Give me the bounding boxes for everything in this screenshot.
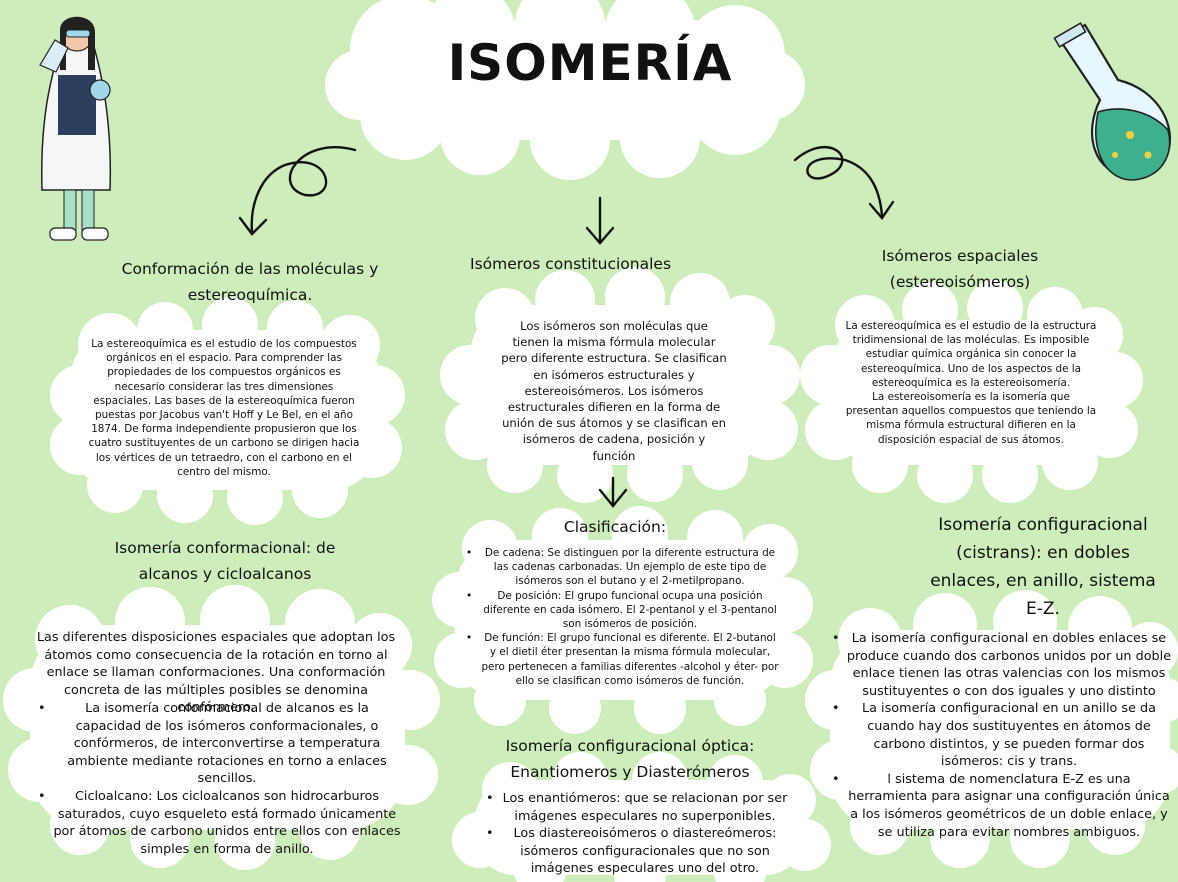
heading-clasificacion: Clasificación: xyxy=(563,518,667,536)
heading-espaciales: Isómeros espaciales (estereoisómeros) xyxy=(881,247,1039,291)
title-cloud xyxy=(325,0,805,180)
arrow-icon-right xyxy=(793,146,884,218)
list-item: l sistema de nomenclatura E-Z es una her… xyxy=(832,771,1172,841)
page-title: ISOMERÍA xyxy=(447,34,733,92)
arrows xyxy=(238,146,895,508)
text-espaciales-1: La estereoquímica es el estudio de la es… xyxy=(845,320,1097,389)
right-cloud xyxy=(800,280,1143,503)
list-item: Cicloalcano: Los cicloalcanos son hidroc… xyxy=(38,788,402,858)
left-cloud xyxy=(50,297,405,525)
text-conformacional-intro: Las diferentes disposiciones espaciales … xyxy=(36,630,396,716)
text-constitucionales: Los isómeros son moléculas que tienen la… xyxy=(501,319,727,463)
heading-optica: Isomería configuracional óptica: Enantio… xyxy=(505,737,755,781)
arrow-icon-left xyxy=(250,146,357,234)
text-espaciales-2: La estereoisomería es la isomería que pr… xyxy=(845,391,1097,446)
scientist-illustration xyxy=(39,16,112,241)
optica-list: Los enantiómeros: que se relacionan por … xyxy=(486,790,790,878)
cistrans-list: La isomería configuracional en dobles en… xyxy=(832,630,1172,841)
heading-constitucionales: Isómeros constitucionales xyxy=(470,255,672,273)
conformacional-list: La isomería conformacional de alcanos es… xyxy=(38,700,402,858)
text-conformacion: La estereoquímica es el estudio de los c… xyxy=(88,338,360,478)
list-item: De posición: El grupo funcional ocupa un… xyxy=(466,589,780,632)
list-item: Los diastereoisómeros o diastereómeros: … xyxy=(486,825,790,878)
heading-conformacion: Conformación de las moléculas y estereoq… xyxy=(121,260,379,304)
list-item: La isomería configuracional en dobles en… xyxy=(832,630,1172,700)
list-item: La isomería configuracional en un anillo… xyxy=(832,700,1172,770)
list-item: Los enantiómeros: que se relacionan por … xyxy=(486,790,790,825)
heading-conformacional: Isomería conformacional: de alcanos y ci… xyxy=(114,539,336,583)
heading-cistrans: Isomería configuracional (cistrans): en … xyxy=(930,515,1156,619)
right-text-block: La estereoquímica es el estudio de la es… xyxy=(845,319,1097,447)
list-item: De función: El grupo funcional es difere… xyxy=(466,631,780,688)
flask-icon xyxy=(1053,22,1171,181)
clasificacion-list: De cadena: Se distinguen por la diferent… xyxy=(466,546,780,688)
list-item: De cadena: Se distinguen por la diferent… xyxy=(466,546,780,589)
list-item: La isomería conformacional de alcanos es… xyxy=(38,700,402,788)
center-cloud xyxy=(440,267,800,503)
